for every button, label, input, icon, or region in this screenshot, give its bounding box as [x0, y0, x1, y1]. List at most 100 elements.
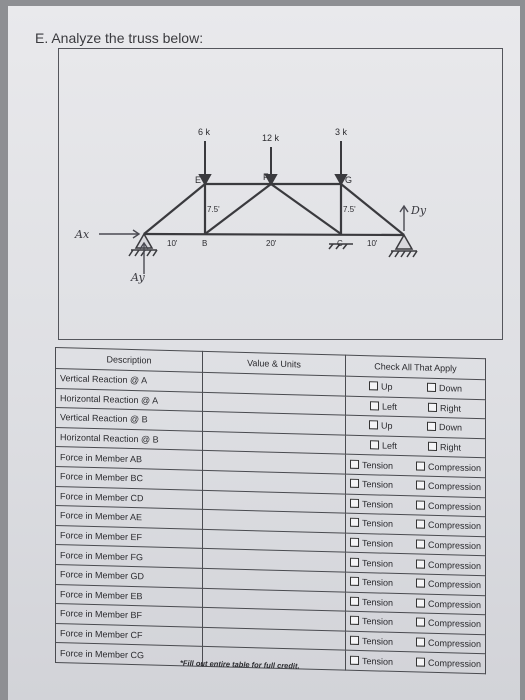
- option-1-label: Tension: [362, 636, 394, 647]
- option-1[interactable]: Tension: [350, 596, 416, 609]
- checkbox-icon[interactable]: [369, 440, 379, 450]
- load-label-6k: 6 k: [198, 127, 211, 137]
- pin-support-d: [394, 233, 414, 250]
- option-2[interactable]: Compression: [416, 657, 481, 669]
- option-2-label: Down: [438, 422, 462, 434]
- checkbox-icon[interactable]: [416, 578, 425, 588]
- option-1[interactable]: Tension: [350, 655, 416, 667]
- option-1-label: Tension: [362, 518, 394, 530]
- checkbox-icon[interactable]: [416, 559, 425, 569]
- joint-label-g: G: [345, 175, 352, 185]
- checkbox-icon[interactable]: [350, 616, 359, 626]
- load-label-3k: 3 k: [335, 127, 348, 137]
- option-1[interactable]: Tension: [350, 576, 416, 589]
- option-2[interactable]: Compression: [416, 539, 482, 552]
- option-1[interactable]: Tension: [350, 537, 416, 550]
- joint-label-e: E: [195, 175, 201, 185]
- option-2[interactable]: Compression: [416, 500, 481, 512]
- checkbox-icon[interactable]: [350, 655, 359, 665]
- checkbox-icon[interactable]: [368, 420, 378, 430]
- option-2-label: Compression: [428, 559, 482, 571]
- load-arrowhead-g: [334, 174, 348, 187]
- option-1[interactable]: Tension: [350, 459, 416, 471]
- option-1[interactable]: Up: [368, 381, 427, 394]
- checkbox-icon[interactable]: [416, 539, 425, 549]
- option-1[interactable]: Left: [369, 401, 428, 413]
- member-bf: [204, 183, 272, 235]
- checkbox-icon[interactable]: [350, 635, 359, 645]
- checkbox-icon[interactable]: [350, 459, 359, 469]
- option-1[interactable]: Up: [368, 420, 427, 433]
- checkbox-icon[interactable]: [350, 498, 359, 508]
- option-2-label: Compression: [428, 637, 482, 650]
- checkbox-icon[interactable]: [427, 441, 437, 452]
- checkbox-icon[interactable]: [416, 598, 425, 608]
- load-arrows: [198, 141, 348, 187]
- height-label-left: 7.5': [207, 205, 220, 214]
- option-2[interactable]: Right: [427, 441, 461, 453]
- checkbox-icon[interactable]: [416, 480, 425, 490]
- checkbox-icon[interactable]: [369, 401, 379, 411]
- option-2[interactable]: Right: [427, 402, 461, 414]
- checkbox-icon[interactable]: [350, 576, 359, 587]
- option-1[interactable]: Tension: [350, 478, 416, 491]
- option-1[interactable]: Left: [369, 440, 428, 452]
- span-label-cd: 10': [367, 239, 378, 248]
- checkbox-icon[interactable]: [350, 596, 359, 606]
- checkbox-icon[interactable]: [350, 518, 359, 528]
- option-1[interactable]: Tension: [350, 557, 416, 569]
- paper-sheet: [8, 6, 520, 700]
- checkbox-icon[interactable]: [416, 500, 425, 510]
- option-1[interactable]: Tension: [350, 635, 416, 648]
- truss-members: [143, 182, 405, 237]
- truss-diagram: 6 k 12 k 3 k E F G B C 7.5' 7.5' 10' 20'…: [74, 127, 427, 284]
- span-label-ab: 10': [167, 239, 178, 248]
- option-1-label: Tension: [362, 479, 394, 491]
- option-1[interactable]: Tension: [350, 498, 416, 511]
- option-2[interactable]: Compression: [416, 617, 481, 630]
- handwritten-ay: Ay: [130, 271, 145, 284]
- option-1-label: Tension: [362, 538, 394, 549]
- option-2[interactable]: Compression: [416, 578, 481, 590]
- option-1-label: Tension: [362, 596, 394, 608]
- reaction-arrows: [99, 204, 409, 274]
- option-2[interactable]: Compression: [416, 461, 481, 473]
- option-2[interactable]: Compression: [416, 559, 481, 571]
- problem-heading: E. Analyze the truss below:: [35, 30, 204, 46]
- handwritten-dy: Dy: [410, 204, 427, 217]
- checkbox-icon[interactable]: [350, 537, 359, 548]
- option-2-label: Compression: [428, 500, 482, 513]
- option-1[interactable]: Tension: [350, 518, 416, 530]
- checkbox-icon[interactable]: [427, 402, 437, 412]
- joint-label-c: C: [337, 239, 343, 248]
- checkbox-icon[interactable]: [416, 657, 425, 667]
- answer-table: Description Value & Units Check All That…: [55, 347, 486, 674]
- checkbox-icon[interactable]: [416, 519, 425, 530]
- option-2-label: Compression: [428, 539, 482, 552]
- option-2[interactable]: Compression: [416, 637, 481, 649]
- option-2[interactable]: Down: [426, 383, 462, 394]
- joint-label-f: F: [263, 172, 269, 182]
- checkbox-icon[interactable]: [416, 637, 425, 647]
- option-2[interactable]: Compression: [416, 598, 481, 610]
- checkbox-icon[interactable]: [368, 381, 378, 391]
- member-gd: [340, 183, 405, 236]
- option-1-label: Left: [381, 401, 397, 412]
- checkbox-icon[interactable]: [426, 422, 436, 432]
- checkbox-icon[interactable]: [416, 461, 425, 471]
- option-2[interactable]: Compression: [416, 480, 481, 492]
- checkbox-icon[interactable]: [350, 557, 359, 567]
- checkbox-icon[interactable]: [416, 617, 425, 628]
- option-2[interactable]: Compression: [416, 519, 481, 532]
- option-1-label: Tension: [362, 577, 394, 589]
- height-label-right: 7.5': [343, 205, 356, 214]
- checkbox-icon[interactable]: [350, 478, 359, 489]
- load-arrowhead-f: [264, 174, 278, 187]
- member-ae: [143, 183, 206, 235]
- option-2-label: Right: [439, 402, 461, 414]
- option-1-label: Tension: [362, 616, 394, 628]
- option-2[interactable]: Down: [426, 422, 462, 434]
- option-1[interactable]: Tension: [350, 616, 416, 628]
- checkbox-icon[interactable]: [426, 383, 436, 393]
